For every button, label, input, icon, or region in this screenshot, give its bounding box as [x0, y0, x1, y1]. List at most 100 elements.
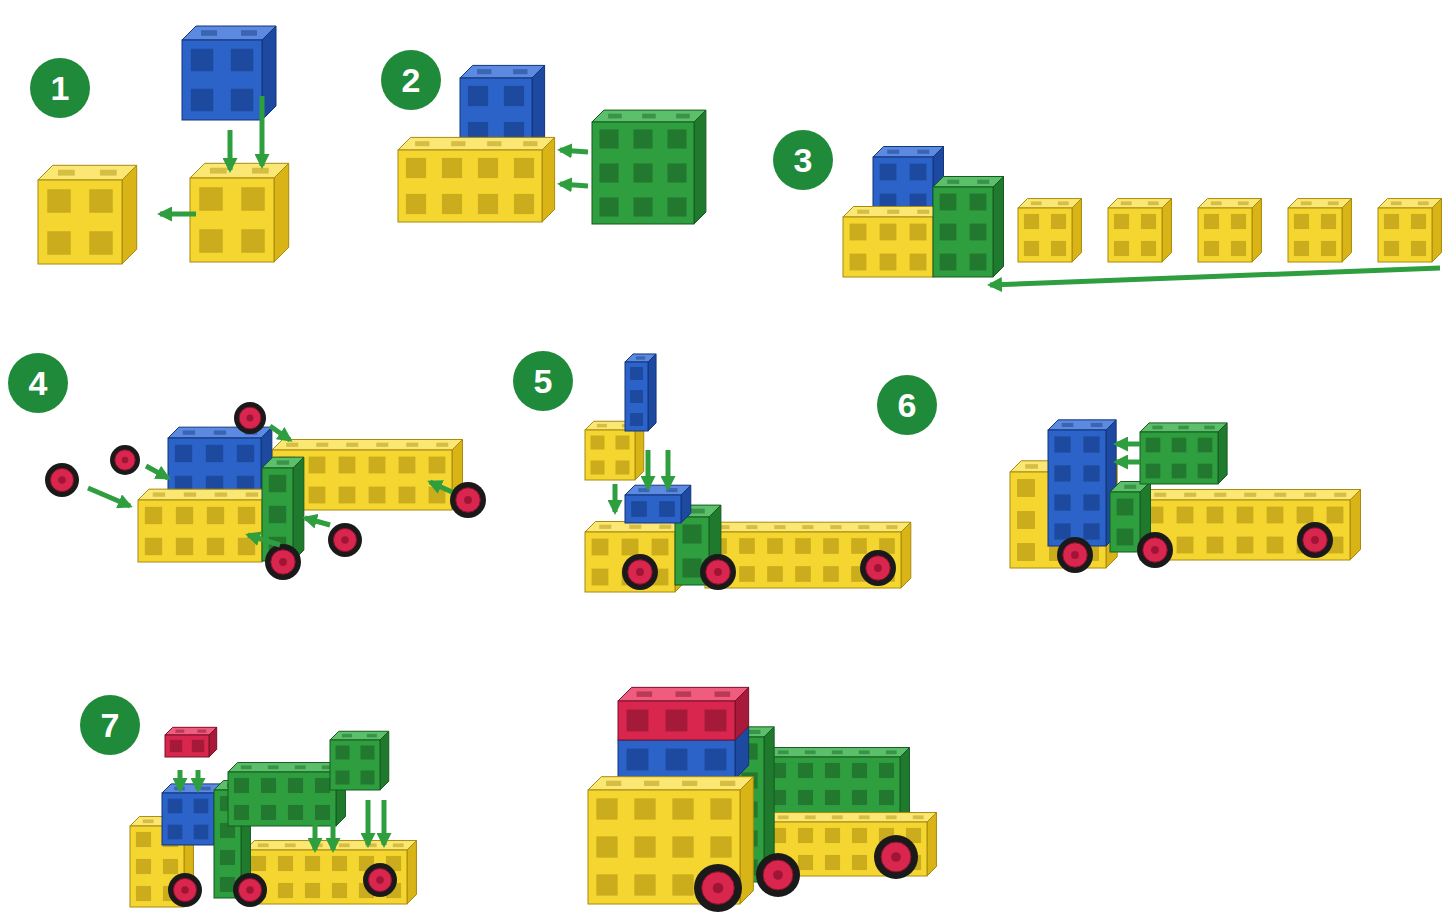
assembly-arrow	[160, 212, 196, 217]
block-hole	[825, 790, 840, 805]
wheel	[234, 402, 266, 434]
step-number: 5	[534, 364, 553, 398]
top-hole	[451, 141, 465, 146]
block-hole	[879, 790, 894, 805]
assembly-arrow	[88, 488, 130, 506]
block-hole	[970, 224, 987, 241]
block-hole	[739, 538, 755, 554]
top-hole	[1244, 493, 1256, 497]
top-hole	[376, 443, 388, 447]
block-top	[765, 813, 936, 822]
top-hole	[175, 730, 184, 733]
block-hole	[442, 158, 462, 178]
block-hole	[1117, 529, 1134, 546]
top-hole	[1214, 493, 1226, 497]
block-hole	[238, 538, 255, 555]
top-hole	[513, 69, 527, 74]
top-hole	[859, 750, 870, 754]
wheel	[874, 835, 918, 879]
wheel	[233, 873, 267, 907]
block-hole	[825, 828, 840, 843]
block	[585, 522, 686, 593]
wheel	[110, 445, 140, 475]
block-hole	[332, 883, 347, 898]
block-hole	[309, 457, 326, 474]
rim	[456, 488, 480, 512]
block-hole	[879, 763, 894, 778]
block-hole	[633, 197, 652, 216]
top-hole	[606, 781, 621, 786]
tyre	[168, 873, 202, 907]
top-hole	[746, 525, 757, 529]
hub	[773, 870, 783, 880]
block-top	[705, 522, 911, 532]
top-hole	[749, 730, 761, 734]
rim	[50, 468, 73, 491]
tyre	[874, 835, 918, 879]
block-hole	[1207, 537, 1224, 554]
block-top	[1198, 199, 1261, 208]
block-hole	[682, 524, 701, 543]
hub	[714, 568, 722, 576]
top-hole	[682, 781, 697, 786]
top-hole	[201, 30, 217, 36]
block-hole	[666, 749, 688, 771]
top-hole	[1204, 426, 1214, 430]
top-hole	[642, 114, 656, 119]
block-hole	[633, 129, 652, 148]
block-front	[843, 217, 933, 277]
block-side	[542, 137, 555, 222]
block-hole	[369, 457, 386, 474]
top-hole	[277, 460, 289, 464]
top-hole	[1148, 201, 1159, 205]
block-side	[735, 687, 749, 740]
wheel	[363, 863, 397, 897]
block-side	[407, 841, 416, 904]
top-hole	[857, 210, 869, 214]
block-hole	[278, 883, 293, 898]
block-side	[1350, 490, 1361, 561]
top-hole	[917, 210, 929, 214]
block-hole	[631, 501, 647, 517]
assembly-arrow	[313, 825, 318, 850]
top-hole	[523, 141, 537, 146]
block-hole	[1017, 511, 1035, 529]
rim	[1063, 543, 1087, 567]
block-front	[585, 430, 635, 480]
block-top	[1140, 490, 1361, 501]
block	[1198, 199, 1261, 262]
top-hole	[153, 492, 165, 496]
block	[1018, 199, 1081, 262]
block-hole	[1204, 241, 1219, 256]
top-hole	[774, 525, 785, 529]
block	[1048, 420, 1116, 546]
assembly-arrow	[260, 96, 265, 166]
top-hole	[183, 430, 195, 434]
rim	[881, 842, 911, 872]
hub	[58, 476, 65, 483]
wheel	[1057, 537, 1093, 573]
block-side	[293, 457, 304, 561]
block	[933, 177, 1004, 278]
wheel	[694, 864, 742, 912]
block-hole	[591, 436, 605, 450]
top-hole	[629, 525, 641, 529]
block-hole	[940, 254, 957, 271]
rim	[238, 878, 261, 901]
block-top	[272, 440, 463, 451]
block-hole	[278, 856, 293, 871]
block-hole	[634, 798, 655, 819]
top-hole	[676, 691, 692, 696]
assembly-arrow	[270, 426, 290, 440]
top-hole	[214, 430, 226, 434]
rim	[173, 878, 196, 901]
block	[245, 841, 416, 904]
top-hole	[367, 734, 377, 738]
assembly-arrow	[248, 535, 280, 545]
top-hole	[691, 509, 705, 514]
block-hole	[1146, 464, 1161, 479]
block-hole	[940, 224, 957, 241]
block-front	[398, 150, 542, 222]
block	[138, 489, 273, 562]
block-hole	[47, 231, 71, 255]
